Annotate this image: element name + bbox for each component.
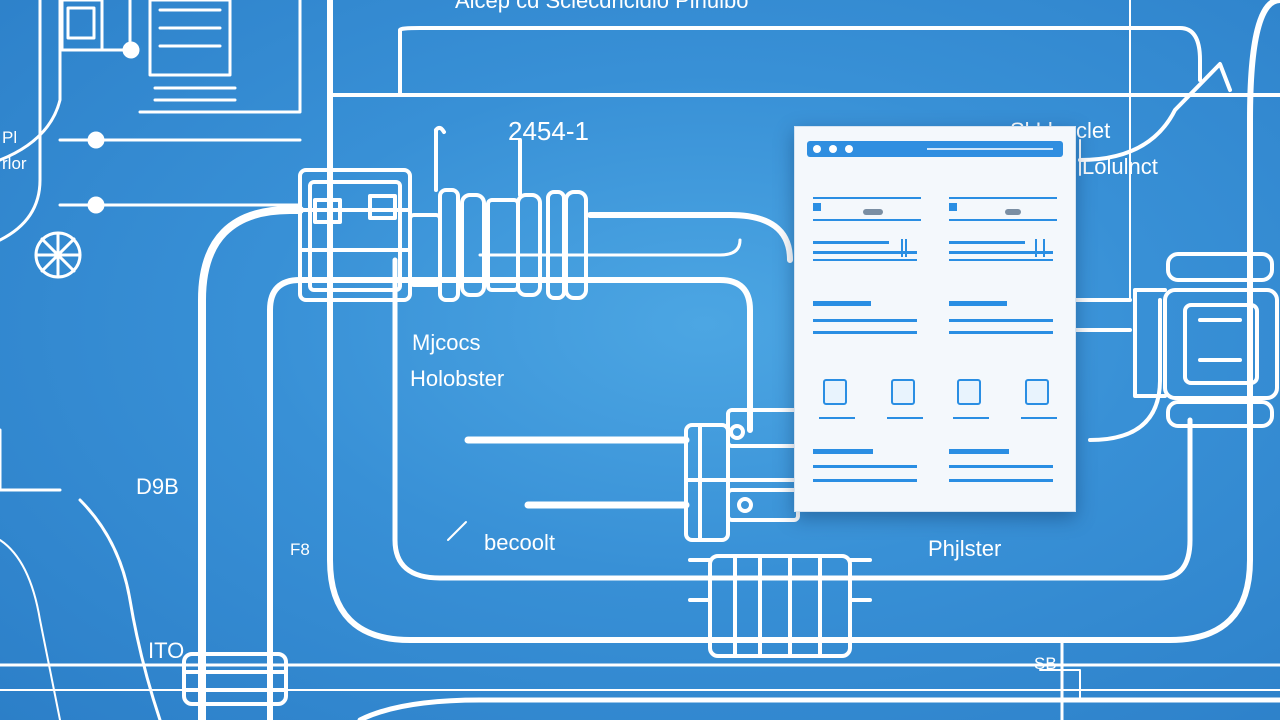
outer-pipe-loop (327, 0, 1280, 643)
window-dot-close (813, 145, 821, 153)
left-top-label-line2: rlor (2, 154, 27, 173)
window-dot-maximize (845, 145, 853, 153)
component-name-line2: Holobster (410, 366, 505, 391)
window-dot-minimize (829, 145, 837, 153)
left-lower-curve (0, 428, 162, 720)
content-panel-top-right (949, 189, 1073, 349)
left-top-label-line1: Pl (2, 128, 18, 147)
address-bar-line (927, 148, 1053, 150)
window-title-bar (807, 141, 1063, 157)
part-number-label: 2454-1 (508, 116, 589, 146)
content-panel-bottom-right (949, 445, 1073, 495)
flange-assembly (298, 125, 742, 302)
left-spur (0, 539, 61, 720)
content-panel-bottom-left (813, 445, 937, 495)
left-mid-label: D9B (136, 474, 179, 499)
top-banner-label: Alcep cd Sclecdrlcldlo Plnulbo (455, 0, 749, 13)
bottom-right-label: SB (1034, 654, 1057, 673)
window-icon (823, 379, 847, 405)
pipe-to-right (587, 212, 793, 263)
document-icon (891, 379, 915, 405)
pointer-line (447, 521, 467, 541)
cloud-icon (1025, 379, 1049, 405)
left-bottom-label: ITO (148, 638, 185, 663)
valve-wheel (34, 231, 82, 279)
right-top-label-line2: Lolulnct (1082, 154, 1158, 179)
content-panel-top-left (813, 189, 937, 349)
center-pipe (267, 277, 753, 720)
component-name-line1: Mjcocs (412, 330, 481, 355)
bottom-arc (357, 697, 1280, 720)
folder-icon (957, 379, 981, 405)
top-left-schematic (0, 0, 302, 242)
right-bottom-corner (1039, 669, 1081, 701)
return-pipe (198, 206, 304, 720)
lower-valve (684, 408, 872, 658)
right-valve (1133, 252, 1279, 428)
right-lower-bend (1073, 298, 1162, 442)
middle-pipe-loop (398, 26, 1202, 97)
mock-browser-window (794, 126, 1076, 512)
inner-pipe-loop (392, 257, 1193, 581)
right-elbow (1078, 62, 1232, 162)
right-bottom-label: Phjlster (928, 536, 1002, 561)
left-lower-label: F8 (290, 540, 310, 559)
lower-label: becoolt (484, 530, 555, 555)
bottom-left-flange (182, 652, 288, 706)
